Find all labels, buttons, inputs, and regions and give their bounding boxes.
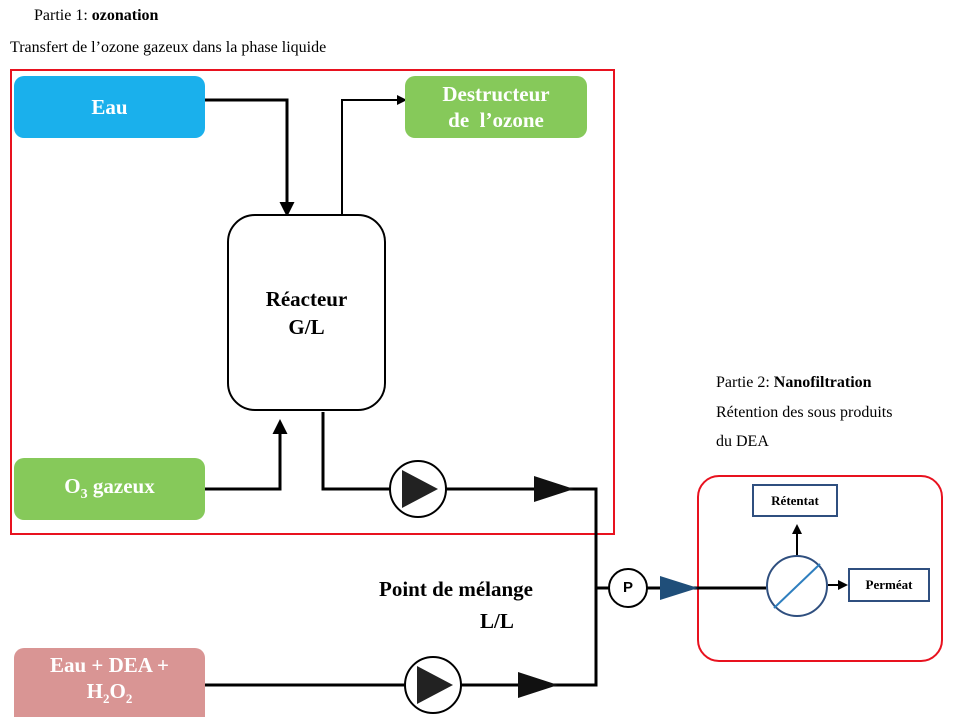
ozonation-frame bbox=[10, 69, 615, 535]
pump-lower-icon bbox=[404, 656, 462, 714]
reactor-label-line2: G/L bbox=[288, 314, 325, 339]
pump-upper-icon bbox=[389, 460, 447, 518]
o3-suffix: gazeux bbox=[87, 474, 155, 499]
o3-label: O3 gazeux bbox=[64, 474, 154, 503]
part2-line2: du DEA bbox=[716, 433, 769, 450]
part2-prefix: Partie 2: bbox=[716, 374, 774, 391]
part1-subtitle: Transfert de l’ozone gazeux dans la phas… bbox=[10, 39, 327, 56]
permeat-node: Perméat bbox=[848, 568, 930, 602]
eau-to-reactor-line bbox=[205, 98, 295, 217]
o3-node: O3 gazeux bbox=[14, 458, 205, 520]
mixing-point-label-line1: Point de mélange bbox=[379, 577, 533, 601]
permeat-label: Perméat bbox=[865, 577, 913, 592]
flow-arrow-membrane-icon bbox=[660, 576, 698, 600]
o-subscript: 2 bbox=[125, 691, 133, 707]
part1-prefix: Partie 1: bbox=[34, 7, 92, 24]
h-subscript: 2 bbox=[103, 691, 110, 707]
part2-line1: Rétention des sous produits bbox=[716, 404, 893, 421]
membrane-icon bbox=[766, 555, 828, 617]
reactor-node: Réacteur G/L bbox=[227, 214, 386, 411]
destructeur-label-line2: de l’ozone bbox=[448, 108, 544, 132]
flow-arrow-lower-icon bbox=[518, 672, 558, 698]
eau-node: Eau bbox=[14, 76, 205, 138]
pressure-label: P bbox=[622, 579, 633, 596]
o3-subscript: 3 bbox=[80, 487, 88, 503]
destructeur-label-line1: Destructeur bbox=[442, 82, 550, 106]
eau-dea-line bbox=[205, 588, 598, 687]
eau-dea-node: Eau + DEA + H2O2 bbox=[14, 648, 205, 717]
nanofiltration-frame bbox=[697, 475, 943, 662]
eau-label: Eau bbox=[91, 94, 128, 119]
retentat-label: Rétentat bbox=[771, 492, 819, 508]
destructeur-node: Destructeur de l’ozone bbox=[405, 76, 587, 138]
mixing-point-label-line2: L/L bbox=[480, 609, 514, 633]
part2-title: Partie 2: Nanofiltration bbox=[716, 373, 872, 393]
reactor-to-destructeur-line bbox=[341, 95, 407, 214]
o3-prefix: O bbox=[64, 474, 81, 499]
flow-arrow-upper-icon bbox=[534, 476, 574, 502]
part2-name: Nanofiltration bbox=[773, 374, 872, 391]
part1-title: Partie 1: ozonation bbox=[34, 6, 158, 26]
o3-to-reactor-line bbox=[205, 419, 288, 491]
h-symbol: H bbox=[86, 679, 103, 704]
reactor-label-line1: Réacteur bbox=[265, 286, 348, 311]
o-symbol: O bbox=[109, 679, 126, 704]
pressure-gauge-icon bbox=[608, 568, 648, 608]
eau-dea-label-line2: H2O2 bbox=[87, 678, 133, 712]
retentat-node: Rétentat bbox=[752, 484, 838, 517]
reactor-outlet-line bbox=[321, 412, 598, 588]
eau-dea-label-line1: Eau + DEA + bbox=[49, 653, 170, 678]
part1-name: ozonation bbox=[91, 7, 159, 24]
